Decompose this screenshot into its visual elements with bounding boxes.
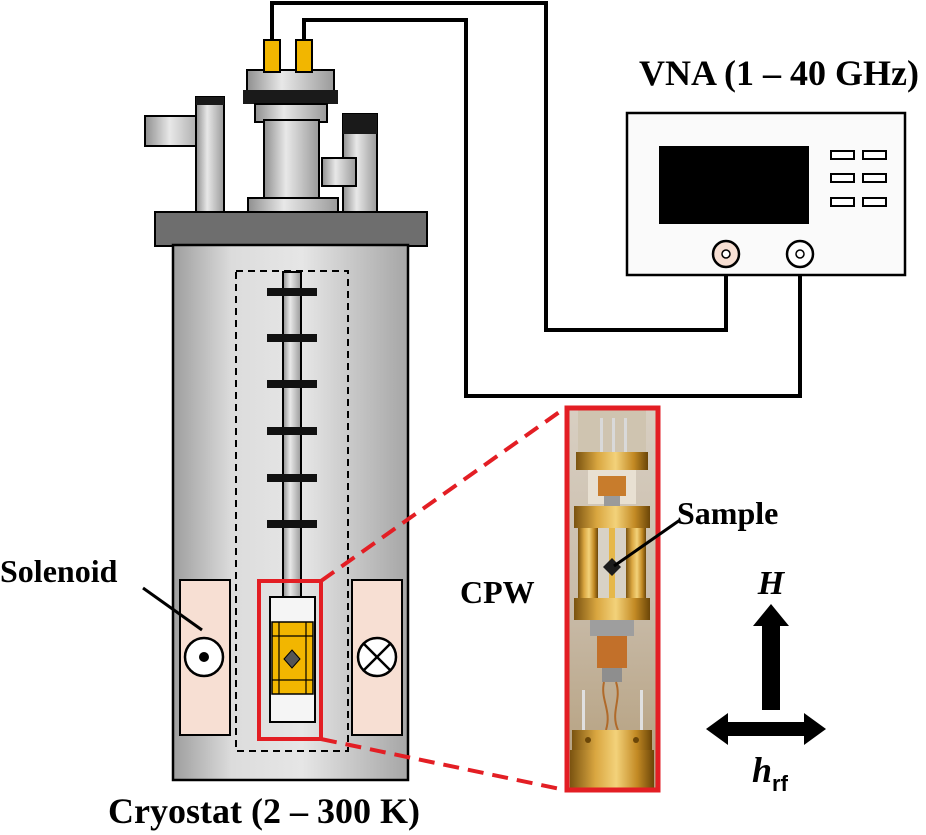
cryostat-label: Cryostat (2 – 300 K) — [108, 791, 420, 831]
hrf-subscript: rf — [772, 771, 789, 796]
zoom-lines — [319, 406, 567, 792]
cpw-photo-frame — [564, 405, 661, 793]
cryostat-top-fittings — [144, 39, 428, 247]
dot-in-circle-icon — [183, 636, 225, 678]
sample-holder-highlight — [257, 579, 323, 741]
cpw-photo — [564, 405, 661, 793]
rf-cables — [270, 1, 802, 398]
solenoid-coils — [179, 579, 403, 736]
solenoid-label: Solenoid — [0, 553, 118, 589]
field-arrows — [706, 604, 826, 745]
sample-label: Sample — [677, 495, 778, 531]
cable-port2 — [302, 18, 802, 398]
sample-pointer — [613, 518, 681, 568]
cpw-label: CPW — [460, 574, 535, 610]
hrf-field-arrow — [706, 713, 826, 745]
H-field-arrow — [753, 604, 789, 710]
H-field-label: H — [757, 565, 786, 602]
sample-space-dashed-box — [235, 270, 349, 752]
cable-port1 — [270, 1, 728, 332]
hrf-field-label: hrf — [752, 750, 789, 796]
hrf-main: h — [752, 750, 772, 790]
solenoid-pointer — [142, 586, 203, 632]
sample-rod — [257, 271, 323, 741]
vna-label: VNA (1 – 40 GHz) — [639, 53, 919, 93]
cross-in-circle-icon — [356, 636, 398, 678]
vna-screen — [659, 146, 809, 224]
vna-instrument — [625, 111, 907, 277]
